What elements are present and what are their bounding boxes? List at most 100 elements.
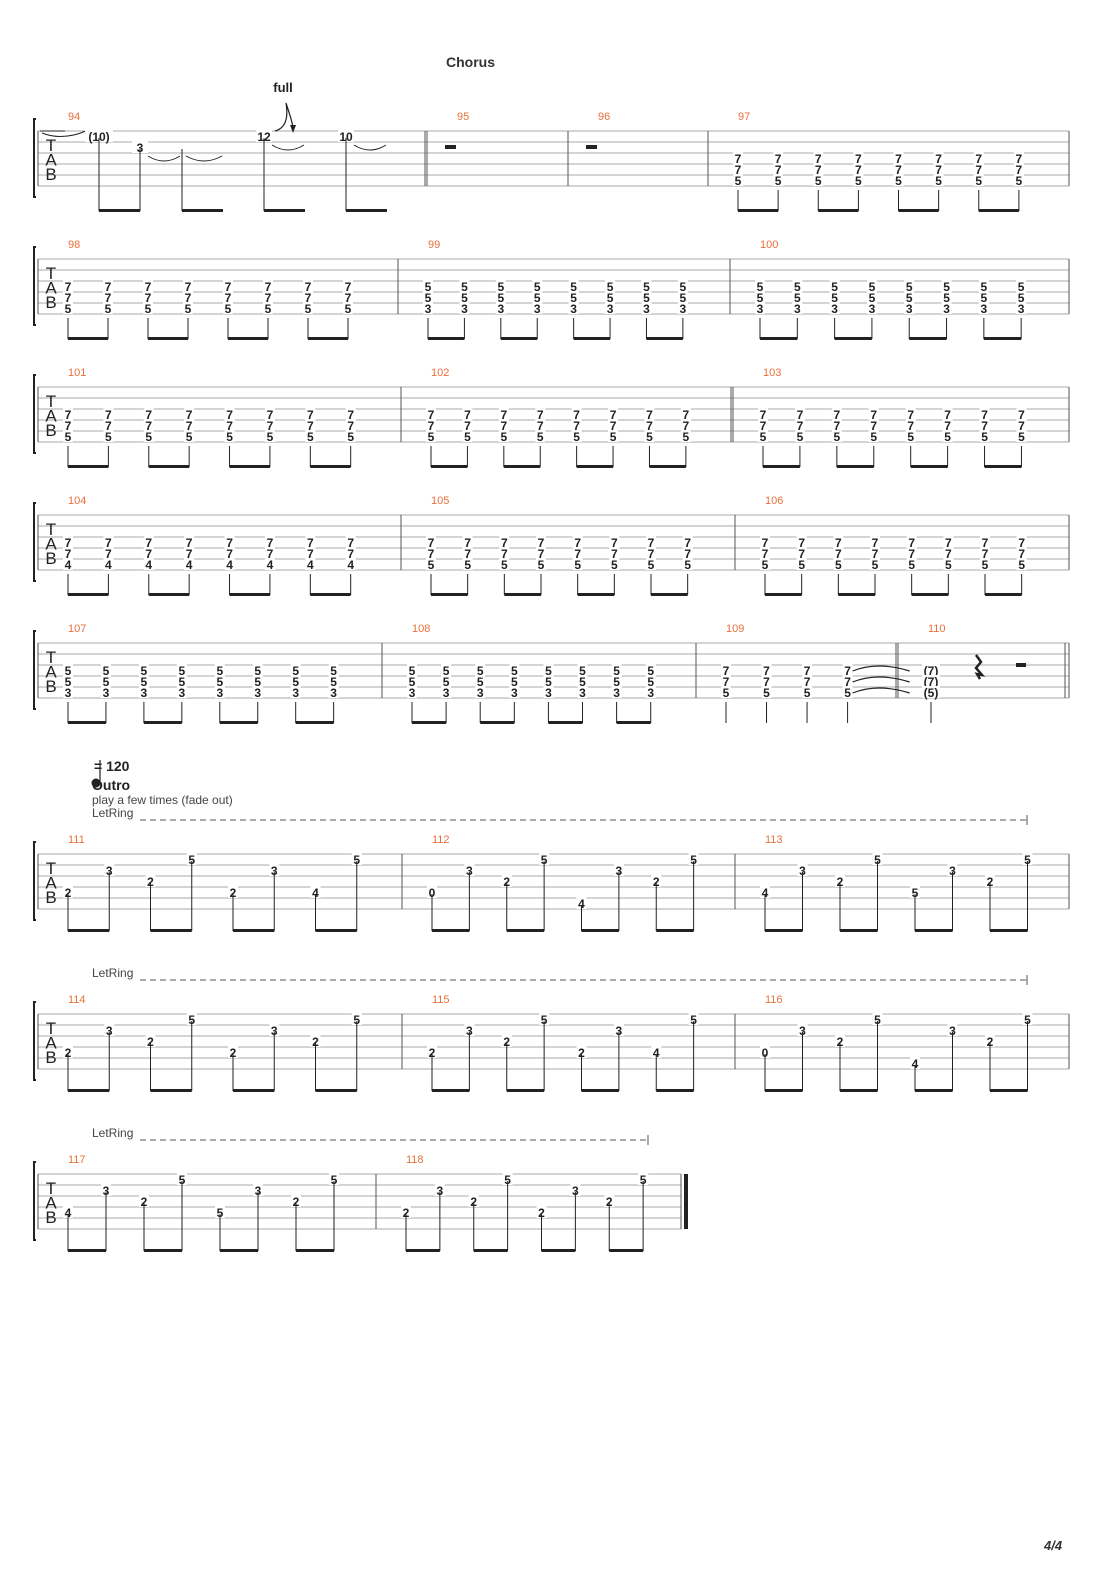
- tab-fret-number: 5: [265, 302, 272, 316]
- tab-fret-number: 7: [610, 419, 617, 433]
- quarter-rest: [974, 654, 986, 680]
- measure-number: 103: [763, 367, 781, 379]
- tab-fret-number-bg: [802, 686, 813, 698]
- note-beam: [656, 929, 694, 932]
- tab-fret-number: 7: [798, 547, 805, 561]
- tab-fret-number: 5: [477, 675, 484, 689]
- tab-fret-number: 7: [870, 419, 877, 433]
- tab-fret-number: 7: [684, 536, 691, 550]
- tab-fret-number: 7: [185, 291, 192, 305]
- note-beam: [649, 465, 686, 468]
- tab-fret-number-bg: [223, 280, 233, 292]
- note-beam: [990, 929, 1028, 932]
- note-beam: [581, 1089, 619, 1092]
- tab-fret-number: 7: [835, 547, 842, 561]
- tab-fret-number-bg: [979, 430, 990, 442]
- tab-fret-number: 5: [225, 302, 232, 316]
- tab-fret-number-bg: [264, 419, 275, 431]
- tab-fret-number-bg: [760, 558, 770, 570]
- tab-fret-number: 4: [912, 1057, 919, 1071]
- tab-fret-number: 7: [186, 547, 193, 561]
- tab-fret-number: 2: [65, 886, 72, 900]
- tab-fret-number-bg: [441, 675, 452, 687]
- tab-fret-number-bg: [351, 1013, 362, 1025]
- tab-fret-number: 7: [347, 419, 354, 433]
- tab-fret-number-bg: [905, 408, 916, 420]
- tab-fret-number-bg: [343, 302, 353, 314]
- tab-fret-number: 3: [137, 141, 144, 155]
- tab-fret-number-bg: [543, 675, 554, 687]
- note-beam: [911, 593, 949, 596]
- whole-rest: [445, 145, 456, 149]
- tab-fret-number-bg: [609, 536, 620, 548]
- tab-fret-number-bg: [495, 291, 506, 303]
- tab-fret-number-bg: [943, 558, 954, 570]
- tab-fret-number: 5: [943, 291, 950, 305]
- tab-fret-number: 5: [217, 1206, 224, 1220]
- tab-fret-number-bg: [501, 875, 512, 887]
- tab-fret-number: 7: [265, 291, 272, 305]
- tab-fret-number-bg: [224, 536, 235, 548]
- tab-fret-number-bg: [345, 408, 356, 420]
- let-ring-label: LetRing: [92, 1126, 133, 1140]
- tab-fret-number: 7: [145, 536, 152, 550]
- tab-fret-number-bg: [214, 675, 225, 687]
- tab-fret-number: 2: [470, 1195, 477, 1209]
- tab-fret-number-bg: [1016, 536, 1027, 548]
- system-brace: [33, 841, 36, 921]
- tab-fret-number-bg: [186, 1013, 197, 1025]
- tab-fret-number-bg: [223, 291, 233, 303]
- tab-fret-number-bg: [942, 419, 953, 431]
- note-beam: [68, 721, 106, 724]
- tab-fret-number-bg: [426, 536, 436, 548]
- tab-fret-number: 5: [464, 430, 471, 444]
- tab-fret-number: 4: [307, 558, 314, 572]
- tab-fret-number-bg: [802, 664, 813, 676]
- tab-fret-number: 5: [103, 675, 110, 689]
- tab-fret-number: 5: [895, 174, 902, 188]
- tab-fret-number-bg: [733, 163, 743, 175]
- tab-fret-number-bg: [464, 1024, 475, 1036]
- let-ring-label: LetRing: [92, 806, 133, 820]
- bend-label: full: [273, 80, 293, 95]
- tab-fret-number: 7: [855, 163, 862, 177]
- tab-fret-number: 3: [461, 302, 468, 316]
- tab-fret-number: 4: [347, 558, 354, 572]
- tab-fret-number: 3: [497, 302, 504, 316]
- tab-fret-number-bg: [499, 547, 510, 559]
- tab-fret-number-bg: [831, 419, 842, 431]
- tab-fret-number: 7: [762, 547, 769, 561]
- tab-fret-number: 7: [105, 280, 112, 294]
- tab-fret-number-bg: [868, 419, 879, 431]
- tab-fret-number-bg: [475, 675, 486, 687]
- tab-fret-number-bg: [906, 547, 917, 559]
- measure-number: 97: [738, 111, 750, 123]
- tab-fret-number: 7: [185, 280, 192, 294]
- tab-fret-number-bg: [973, 163, 984, 175]
- tab-fret-number-bg: [941, 280, 952, 292]
- tab-fret-number: 5: [141, 664, 148, 678]
- tab-fret-number-bg: [63, 302, 73, 314]
- note-beam: [616, 721, 651, 724]
- tab-fret-number-bg: [677, 291, 688, 303]
- tab-fret-number-bg: [611, 686, 622, 698]
- tab-fret-number-bg: [462, 536, 473, 548]
- tab-fret-number: 5: [103, 664, 110, 678]
- note-beam: [915, 929, 953, 932]
- tab-fret-number: 3: [466, 864, 473, 878]
- tab-fret-number: 7: [65, 408, 72, 422]
- tab-fret-number: 7: [267, 536, 274, 550]
- tab-clef-letter: T: [46, 1179, 56, 1198]
- tab-fret-number-bg: [214, 664, 225, 676]
- tab-fret-number: 7: [723, 675, 730, 689]
- tab-fret-number-bg: [215, 1206, 225, 1218]
- tab-fret-number-bg: [264, 408, 275, 420]
- note-beam: [840, 1089, 878, 1092]
- tab-clef-letter: T: [46, 648, 56, 667]
- system-brace: [33, 502, 36, 582]
- tab-fret-number: 7: [347, 536, 354, 550]
- tab-fret-number-bg: [63, 675, 73, 687]
- tab-fret-number-bg: [866, 280, 877, 292]
- tab-clef-letter: B: [45, 549, 56, 568]
